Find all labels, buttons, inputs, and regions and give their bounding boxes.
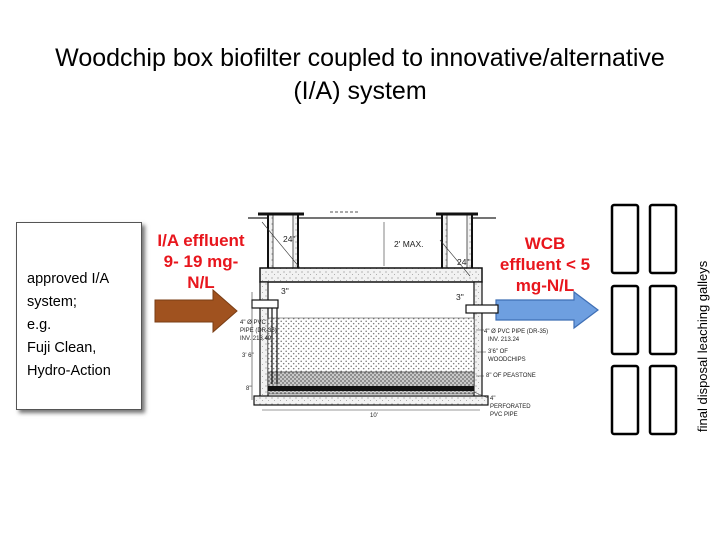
outlet-note-1: 4" Ø PVC PIPE (DR-35): [484, 329, 548, 335]
box-floor: [253, 395, 489, 406]
inflow-label: I/A effluent 9- 19 mg- N/L: [148, 230, 254, 293]
galley-4: [648, 284, 678, 356]
bottom-dim: 8": [246, 386, 251, 392]
leaching-galleys: [610, 203, 678, 436]
ia-system-line3: e.g.: [27, 317, 52, 333]
inlet-note-2: PIPE (DR-35): [240, 328, 277, 334]
inflow-label-line2: 9- 19 mg-: [163, 252, 239, 271]
inlet-note-1: 4" Ø PVC: [240, 320, 266, 326]
galley-1: [610, 203, 640, 275]
outlet-note-2: INV. 213.24: [488, 337, 520, 343]
outlet-pipe: [465, 304, 499, 314]
outflow-arrow: [495, 290, 599, 330]
inlet-note-3: INV. 213.49: [240, 336, 272, 342]
ia-system-text: approved I/A system; e.g. Fuji Clean, Hy…: [27, 268, 147, 383]
perforated-note-2: PERFORATED: [490, 404, 531, 410]
galley-6: [648, 364, 678, 436]
outflow-label-line2: effluent < 5: [499, 255, 591, 274]
ia-system-line2: system;: [27, 294, 77, 310]
inflow-label-line3: N/L: [187, 273, 215, 292]
woodchips-note-2: WOODCHIPS: [488, 357, 526, 363]
ia-system-line1: approved I/A: [27, 271, 110, 287]
galley-2: [648, 203, 678, 275]
woodchips-layer: [267, 317, 475, 373]
ia-system-line4: Fuji Clean,: [27, 340, 97, 356]
inflow-arrow: [154, 288, 238, 334]
slide-title-line1: Woodchip box biofilter coupled to innova…: [55, 44, 665, 72]
outflow-label: WCB effluent < 5 mg-N/L: [490, 233, 600, 296]
galley-3: [610, 284, 640, 356]
inlet-pipe: [251, 299, 279, 309]
outflow-label-line3: mg-N/L: [515, 276, 575, 295]
max-dim: 2' MAX.: [394, 239, 424, 249]
woodchip-box-drawing: 24" 2' MAX. 24" 3" 3" 4" Ø PVC PIPE (DR-…: [240, 211, 548, 419]
riser-dim-right: 24": [457, 257, 469, 267]
perforated-note-3: PVC PIPE: [490, 412, 518, 418]
box-lid: [259, 267, 483, 283]
ia-system-line5: Hydro-Action: [27, 363, 111, 379]
perforated-note-1: 4": [490, 396, 495, 402]
perforated-pipe: [268, 386, 474, 391]
woodchips-note-1: 3'6" OF: [488, 349, 508, 355]
drop-dim: 3": [456, 292, 464, 302]
slide-title: Woodchip box biofilter coupled to innova…: [0, 42, 720, 108]
height-dim: 3' 6": [242, 353, 254, 359]
box-wall-right: [473, 281, 483, 399]
length-dim: 10': [370, 413, 378, 419]
inflow-label-line1: I/A effluent: [157, 231, 245, 250]
riser-dim-left: 24": [283, 234, 295, 244]
top-dim: 3": [281, 286, 289, 296]
outflow-label-line1: WCB: [524, 234, 566, 253]
ia-system-box: [16, 222, 142, 410]
slide-title-line2: (I/A) system: [293, 77, 427, 105]
galley-5: [610, 364, 640, 436]
peastone-note: 8" OF PEASTONE: [486, 373, 536, 379]
